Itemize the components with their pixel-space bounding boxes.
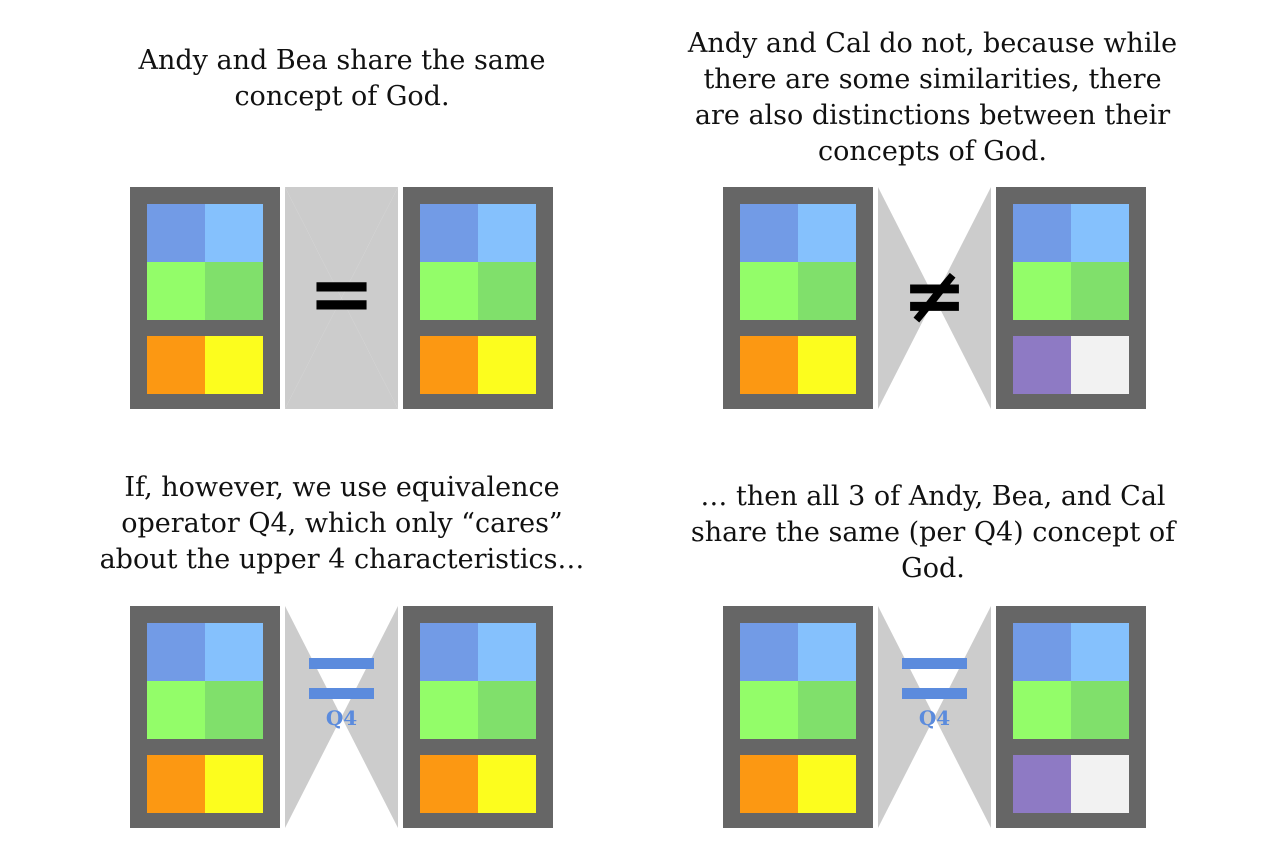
characteristic-2-cell [205,204,263,262]
characteristic-6-cell [798,336,856,394]
characteristic-1-cell [147,623,205,681]
characteristic-2-cell [478,204,536,262]
characteristic-3-cell [147,681,205,739]
characteristic-1-cell [147,204,205,262]
characteristic-4-cell [798,262,856,320]
characteristic-6-cell [205,336,263,394]
characteristic-4-cell [798,681,856,739]
characteristic-5-cell [740,755,798,813]
characteristic-1-cell [1013,204,1071,262]
characteristic-4-cell [478,262,536,320]
characteristic-5-cell [1013,336,1071,394]
concept-bea [403,187,553,409]
characteristic-2-cell [1071,623,1129,681]
characteristic-4-cell [1071,681,1129,739]
characteristic-3-cell [1013,262,1071,320]
characteristic-6-cell [205,755,263,813]
q4-label: Q4 [918,706,951,730]
characteristic-5-cell [147,336,205,394]
characteristic-2-cell [205,623,263,681]
characteristic-6-cell [798,755,856,813]
comparison-andy-bea: = [130,187,553,409]
characteristic-1-cell [1013,623,1071,681]
characteristic-6-cell [478,755,536,813]
concept-andy [723,606,873,828]
characteristic-4-cell [478,681,536,739]
characteristic-1-cell [740,623,798,681]
characteristic-6-cell [1071,336,1129,394]
characteristic-2-cell [798,204,856,262]
concept-andy [130,187,280,409]
concept-andy [723,187,873,409]
characteristic-3-cell [740,262,798,320]
concept-andy [130,606,280,828]
equals-sign: = [307,247,376,340]
characteristic-5-cell [147,755,205,813]
characteristic-5-cell [420,336,478,394]
characteristic-5-cell [740,336,798,394]
comparison-andy-cal: ≠ [723,187,1146,409]
q4-comparison-andy-bea: Q4 [130,606,553,828]
characteristic-3-cell [740,681,798,739]
comparison-connector [878,606,991,828]
characteristic-4-cell [1071,262,1129,320]
caption-top-left: Andy and Bea share the same concept of G… [138,45,546,112]
characteristic-2-cell [1071,204,1129,262]
characteristic-6-cell [478,336,536,394]
characteristic-4-cell [205,262,263,320]
characteristic-1-cell [740,204,798,262]
characteristic-3-cell [1013,681,1071,739]
characteristic-6-cell [1071,755,1129,813]
concept-bea [403,606,553,828]
concept-cal [996,606,1146,828]
caption-bottom-right: … then all 3 of Andy, Bea, and Cal share… [690,481,1176,584]
characteristic-4-cell [205,681,263,739]
characteristic-5-cell [1013,755,1071,813]
concept-cal [996,187,1146,409]
characteristic-2-cell [478,623,536,681]
not-equal-sign: ≠ [901,251,968,341]
characteristic-1-cell [420,204,478,262]
caption-bottom-left: If, however, we use equivalence operator… [99,472,585,575]
q4-label: Q4 [325,706,358,730]
comparison-connector [878,187,991,409]
characteristic-3-cell [147,262,205,320]
comparison-connector [285,187,398,409]
caption-top-right: Andy and Cal do not, because while there… [687,28,1178,167]
characteristic-5-cell [420,755,478,813]
q4-comparison-andy-cal: Q4 [723,606,1146,828]
characteristic-3-cell [420,681,478,739]
comparison-connector [285,606,398,828]
characteristic-3-cell [420,262,478,320]
characteristic-1-cell [420,623,478,681]
characteristic-2-cell [798,623,856,681]
